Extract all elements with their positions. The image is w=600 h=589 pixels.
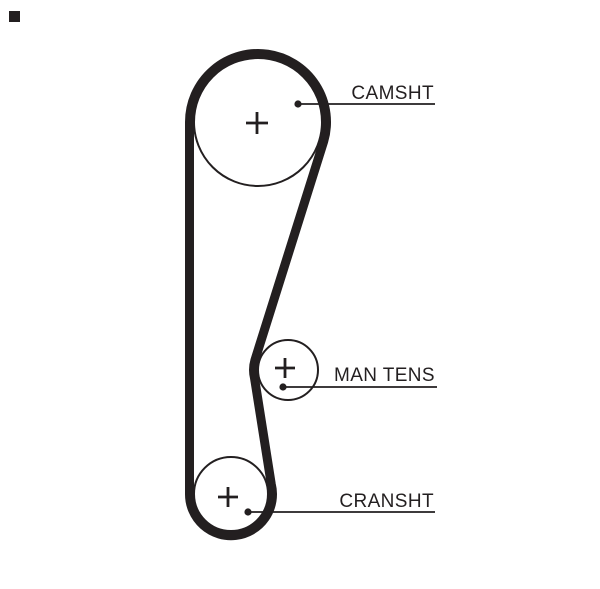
- crankshaft-pulley-circle: [193, 456, 269, 532]
- corner-registration-mark-icon: [9, 11, 20, 22]
- tensioner-pulley-circle: [257, 339, 319, 401]
- camshaft-center-cross-icon: [246, 112, 268, 134]
- tensioner-label: MAN TENS: [334, 365, 435, 386]
- camshaft-label: CAMSHT: [351, 83, 434, 104]
- crankshaft-leader-dot: [244, 508, 252, 516]
- camshaft-leader-dot: [294, 100, 302, 108]
- crankshaft-label: CRANSHT: [339, 491, 434, 512]
- tensioner-leader: MAN TENS: [279, 365, 437, 391]
- crankshaft-leader: CRANSHT: [244, 491, 435, 516]
- tensioner-center-cross-icon: [275, 358, 295, 378]
- crankshaft-center-cross-icon: [218, 487, 238, 507]
- tensioner-leader-dot: [279, 383, 287, 391]
- timing-belt-path: [184, 49, 331, 541]
